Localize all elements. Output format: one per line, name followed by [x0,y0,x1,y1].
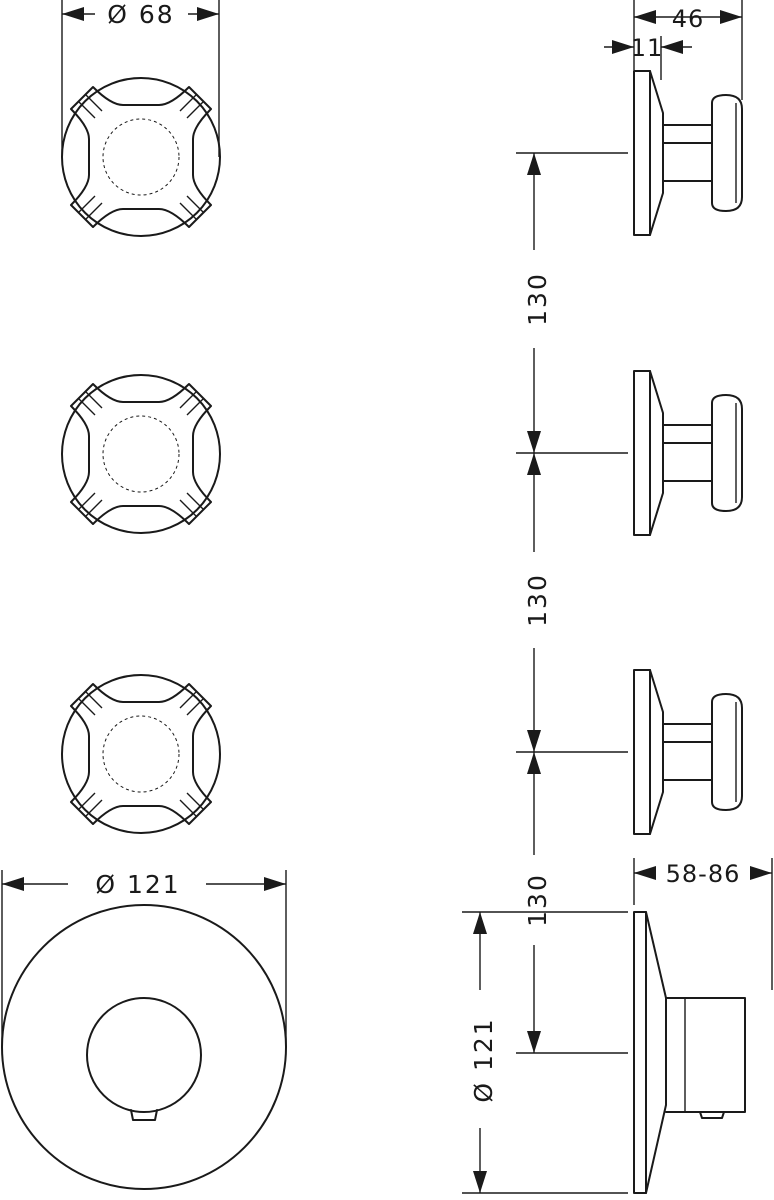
handle-front-view-3 [61,674,221,834]
handle-diameter-label: Ø 68 [107,0,174,29]
plate-diameter-front-label: Ø 121 [95,870,180,899]
handle-front-view-1 [61,77,221,237]
dimension-plate-diameter-front: Ø 121 [1,870,287,1047]
handle-side-view-3 [633,669,743,835]
dimension-handle-diameter: Ø 68 [61,0,220,157]
plate-diameter-side-label: Ø 121 [469,1017,498,1102]
plate-depth-label: 58-86 [666,860,741,888]
dimension-plate-depth: 58-86 [633,858,773,990]
handle-side-view-2 [633,370,743,536]
spacing-2-label: 130 [523,573,552,627]
depth-rosette-label: 11 [631,34,664,62]
plate-side-view [633,911,746,1194]
spacing-3-label: 130 [523,873,552,927]
spacing-1-label: 130 [523,272,552,326]
dimension-spacing-chain: 130 130 130 [516,152,628,1054]
depth-total-label: 46 [672,5,705,33]
plate-front-view [1,904,287,1190]
handle-front-view-2 [61,374,221,534]
dimension-depth-total: 46 [633,0,743,100]
dimension-depth-rosette: 11 [604,34,692,80]
handle-side-view-1 [633,70,743,236]
dimension-plate-diameter-side: Ø 121 [462,911,628,1194]
